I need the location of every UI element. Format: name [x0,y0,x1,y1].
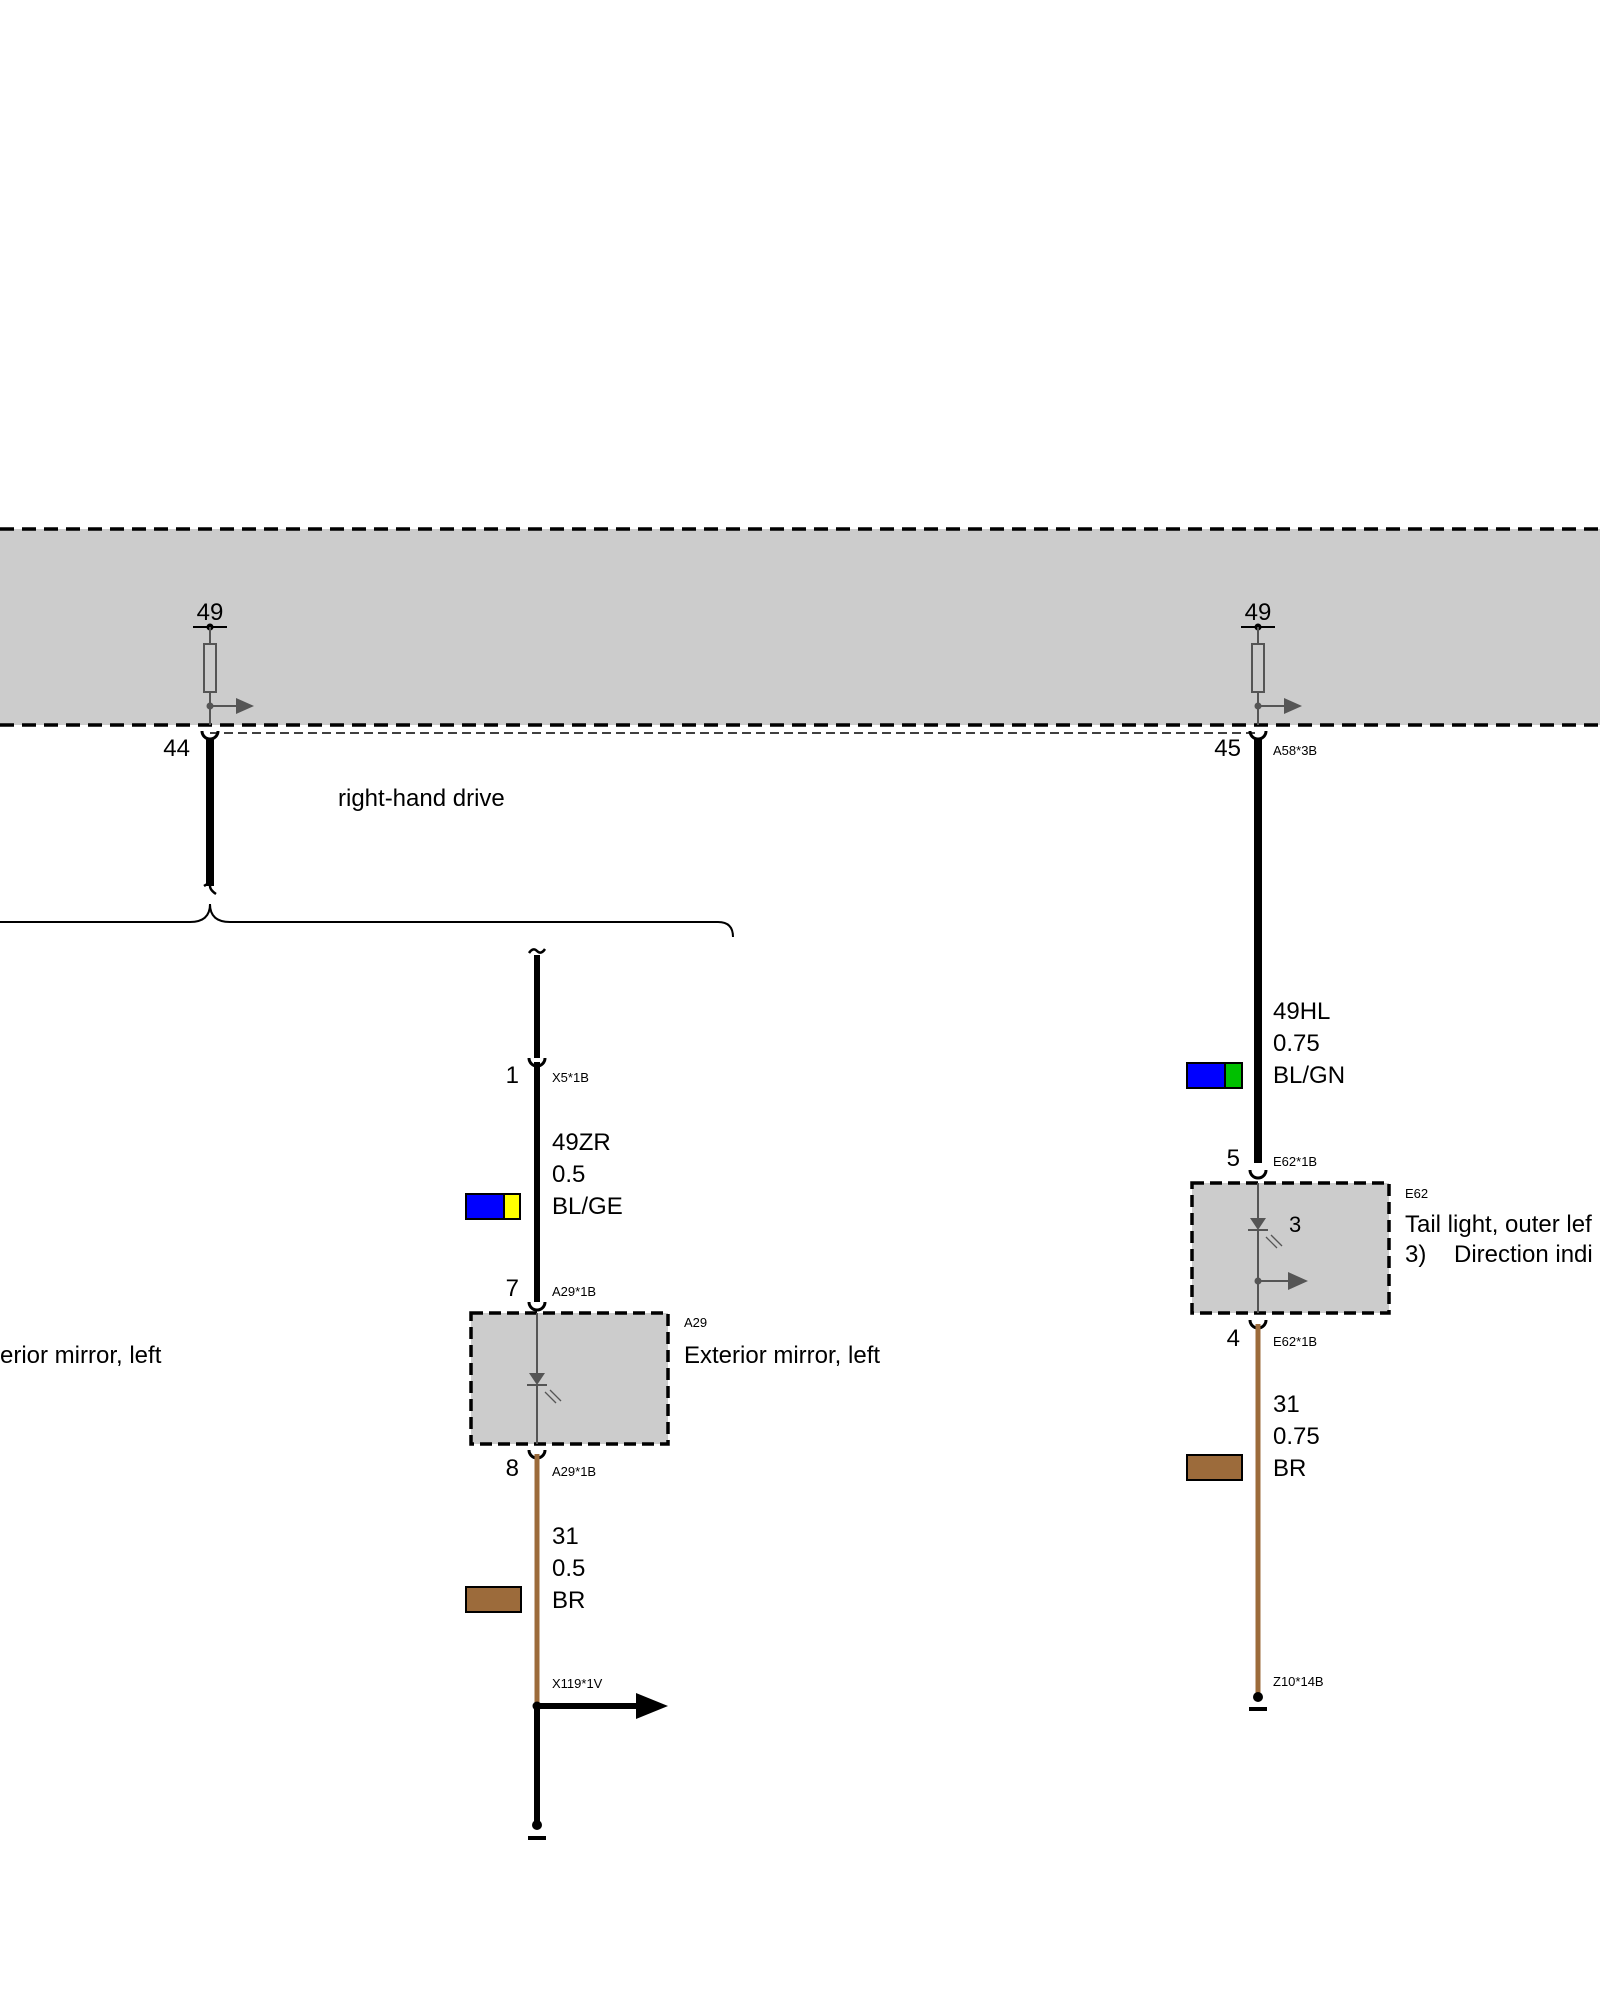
offpage-component-label: erior mirror, left [0,1342,162,1369]
mirror-out-connector: A29*1B [552,1464,596,1479]
tail-wire-signal: 49HL [1273,998,1330,1025]
output-arrow-icon [1258,1272,1308,1290]
brown-wire-swatch [465,1586,522,1613]
module-pin-44: 44 [163,735,190,762]
mirror-ground-gauge: 0.5 [552,1555,585,1582]
tail-wire-color: BL/GN [1273,1062,1345,1089]
connector-arc-icon [1248,730,1268,741]
tail-ground-signal: 31 [1273,1391,1300,1418]
tail-ground-color: BR [1273,1455,1306,1482]
mirror-in-connector: A29*1B [552,1284,596,1299]
module-pin-45: 45 [1214,735,1241,762]
output-arrow-icon [1258,698,1302,714]
tail-light-circuit: 49HL 0.75 BL/GN 5 E62*1B 3 [1186,739,1593,1711]
tail-footnote-number: 3) [1405,1241,1426,1268]
exterior-mirror-component [469,1311,670,1446]
mirror-ground-color: BR [552,1587,585,1614]
tail-out-pin: 4 [1227,1325,1240,1352]
wire-break-icon [203,882,217,896]
tail-inner-label: 3 [1289,1212,1301,1237]
control-module [0,527,1600,727]
brown-wire-swatch [1186,1454,1243,1481]
ground-icon [1249,1692,1267,1711]
mirror-out-pin: 8 [506,1455,519,1482]
module-left-input-label: 49 [197,599,224,626]
mirror-wire-color: BL/GE [552,1193,623,1220]
tail-in-pin: 5 [1227,1145,1240,1172]
tail-wire-gauge: 0.75 [1273,1030,1320,1057]
blue-green-wire-swatch [1186,1062,1243,1089]
mirror-wire-gauge: 0.5 [552,1161,585,1188]
tail-in-connector: E62*1B [1273,1154,1317,1169]
connector-arc-icon [200,730,220,741]
tail-out-connector: E62*1B [1273,1334,1317,1349]
ground-icon [528,1820,546,1840]
tail-footnote-text: Direction indi [1454,1241,1593,1268]
mirror-component-name: Exterior mirror, left [684,1342,880,1369]
output-arrow-icon [210,698,254,714]
mirror-top-connector: X5*1B [552,1070,589,1085]
mirror-in-pin: 7 [506,1275,519,1302]
connector-arc-icon [1248,1169,1268,1180]
mirror-circuit: 1 X5*1B 49ZR 0.5 BL/GE 7 A29*1B A29 Exte… [465,948,880,1840]
mirror-junction-connector: X119*1V [552,1676,603,1691]
tail-light-component: 3 [1190,1181,1391,1315]
module-output-right: 49 [1241,599,1302,725]
module-output-left: 49 [193,599,254,725]
tail-ground-gauge: 0.75 [1273,1423,1320,1450]
variant-note: right-hand drive [338,785,505,812]
variant-brace [0,903,734,938]
mirror-ground-signal: 31 [552,1523,579,1550]
blue-yellow-wire-swatch [465,1193,521,1220]
continuation-arrow-icon [537,1693,668,1719]
mirror-wire-signal: 49ZR [552,1129,611,1156]
tail-ground-connector: Z10*14B [1273,1674,1324,1689]
module-connector-label: A58*3B [1273,743,1317,758]
tail-component-name: Tail light, outer lef [1405,1211,1592,1238]
mirror-component-id: A29 [684,1315,707,1330]
connector-arc-icon [527,1301,547,1312]
tail-component-id: E62 [1405,1186,1428,1201]
wire-break-icon [527,948,547,954]
mirror-top-pin: 1 [506,1062,519,1089]
module-right-input-label: 49 [1245,599,1272,626]
